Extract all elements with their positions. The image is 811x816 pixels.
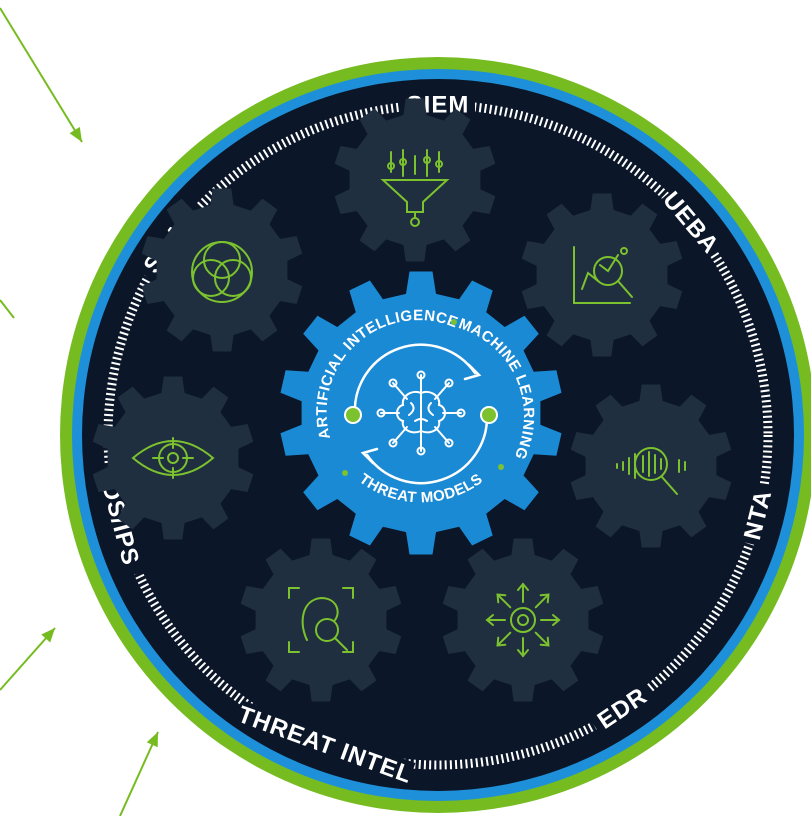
eye-target-icon [131,437,215,479]
tool-gears [92,98,732,702]
pointer-arrow [119,731,159,816]
ring-gap [91,462,148,579]
tool-gear [334,98,496,262]
pointer-arrow [0,7,83,143]
tool-gear [240,538,402,702]
gear-shape [442,538,604,702]
data-funnel-icon [380,149,450,227]
brain-icon [376,370,466,456]
ring-gap [737,482,780,548]
network-target-icon [485,582,561,658]
arrow-head [41,628,55,643]
arrow-head [69,126,82,142]
arrow-head [146,732,158,748]
gear-shape [92,376,254,540]
gear-shape [521,193,683,357]
cycle-node [344,406,362,424]
venn-diagram-icon [191,241,253,303]
pointer-arrows [0,7,159,816]
tool-gear [521,193,683,357]
ring-gap [587,678,658,739]
tool-gear [442,538,604,702]
tool-gear [141,188,303,352]
ring-gap [656,185,726,261]
face-scan-icon [288,587,354,653]
ring-gap [234,700,416,790]
separator-dot [498,464,504,470]
gear-shape [570,384,732,548]
tool-gear [92,376,254,540]
audio-waveform-magnifier-icon [616,447,686,495]
pointer-arrow [0,299,15,319]
core-gear: ARTIFICIAL INTELLIGENCEMACHINE LEARNINGT… [280,271,562,555]
separator-dot [342,470,348,476]
analytics-magnifier-icon [573,246,633,304]
brain-cycle-icon [344,343,498,485]
separator-dot [451,319,457,325]
tool-gear [570,384,732,548]
cycle-node [480,406,498,424]
gear-shape [141,188,303,352]
